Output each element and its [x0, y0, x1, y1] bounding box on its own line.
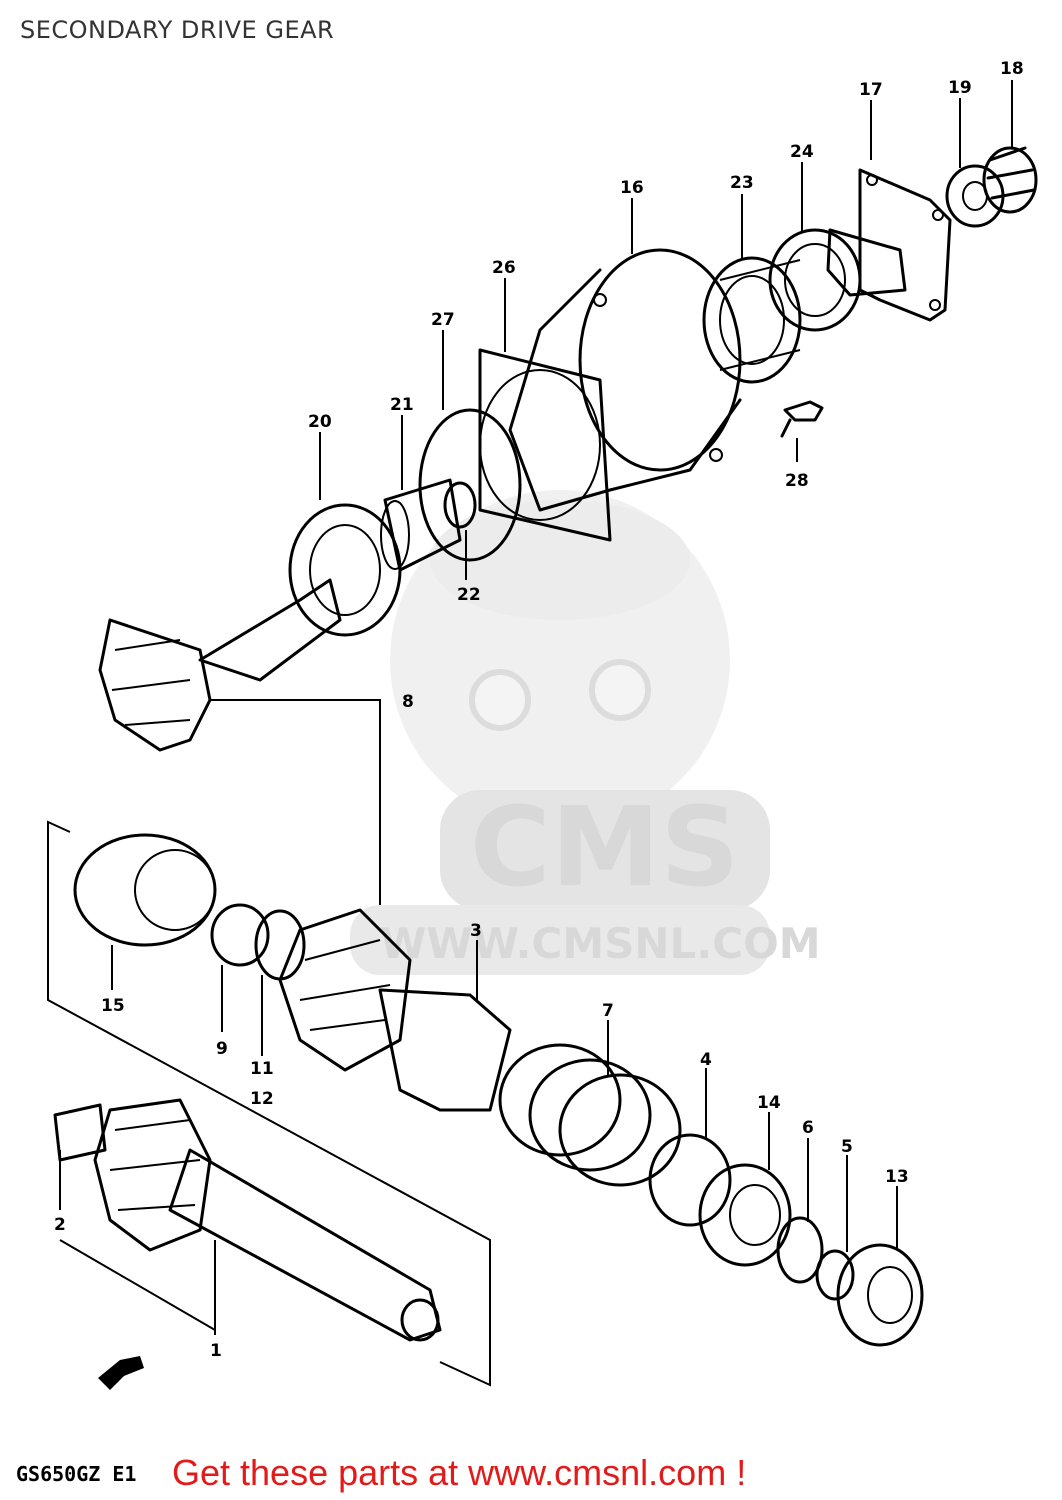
watermark-site: WWW.CMSNL.COM [380, 919, 821, 968]
callout-19: 19 [948, 78, 972, 98]
part-9-circlip [210, 903, 270, 967]
part-14-dog [698, 1163, 792, 1267]
part-26-gasket [478, 348, 612, 542]
part-27-o-ring [418, 408, 522, 562]
callout-18: 18 [1000, 59, 1024, 79]
part-19-washer [945, 164, 1005, 228]
callout-8: 8 [402, 692, 414, 712]
callout-26: 26 [492, 258, 516, 278]
callout-28: 28 [785, 471, 809, 491]
callout-27: 27 [431, 310, 455, 330]
callout-24: 24 [790, 142, 814, 162]
part-23-bearing [702, 256, 802, 384]
part-8-bevel-gear-drive [98, 578, 342, 752]
callout-4: 4 [700, 1050, 712, 1070]
callout-2: 2 [54, 1215, 66, 1235]
part-5-collar [815, 1249, 855, 1301]
callout-13: 13 [885, 1167, 909, 1187]
page-title: SECONDARY DRIVE GEAR [20, 16, 335, 44]
callout-6: 6 [802, 1118, 814, 1138]
get-parts-link[interactable]: Get these parts at www.cmsnl.com ! [172, 1452, 747, 1493]
leader-lines [47, 80, 1013, 1387]
callout-7: 7 [602, 1001, 614, 1021]
part-13-nut [836, 1243, 924, 1347]
callout-1: 1 [210, 1341, 222, 1361]
part-3-bevel-driven-gear [278, 908, 512, 1112]
part-22-shim [443, 481, 477, 529]
part-1-output-shaft [93, 1098, 442, 1342]
callout-22: 22 [457, 585, 481, 605]
callout-9: 9 [216, 1039, 228, 1059]
cms-watermark: CMS WWW.CMSNL.COM [350, 490, 821, 975]
callout-20: 20 [308, 412, 332, 432]
part-16-housing [508, 248, 742, 512]
model-code: GS650GZ E1 [16, 1462, 137, 1486]
part-6-washer [776, 1216, 824, 1284]
callout-23: 23 [730, 173, 754, 193]
callout-16: 16 [620, 178, 644, 198]
callout-11: 11 [250, 1059, 274, 1079]
callout-21: 21 [390, 395, 414, 415]
front-direction-arrow-icon [98, 1356, 144, 1390]
part-28-bolt [780, 400, 824, 438]
part-18-nut [982, 146, 1038, 214]
callout-labels: 18 19 17 24 23 16 26 27 21 20 22 28 8 3 … [54, 59, 1024, 1361]
callout-5: 5 [841, 1137, 853, 1157]
part-4-cam [648, 1133, 732, 1227]
part-15-bearing [73, 833, 217, 947]
watermark-brand: CMS [470, 783, 739, 911]
callout-3: 3 [470, 921, 482, 941]
callout-17: 17 [859, 80, 883, 100]
part-7-spring [498, 1043, 682, 1187]
callout-15: 15 [101, 996, 125, 1016]
part-17-coupling [826, 168, 952, 322]
part-24-oil-seal [768, 228, 862, 332]
part-20-bearing [288, 503, 402, 637]
callout-12: 12 [250, 1089, 274, 1109]
part-11-12-washer-shim [254, 909, 306, 981]
callout-14: 14 [757, 1093, 781, 1113]
part-2-bearing [53, 1103, 107, 1162]
